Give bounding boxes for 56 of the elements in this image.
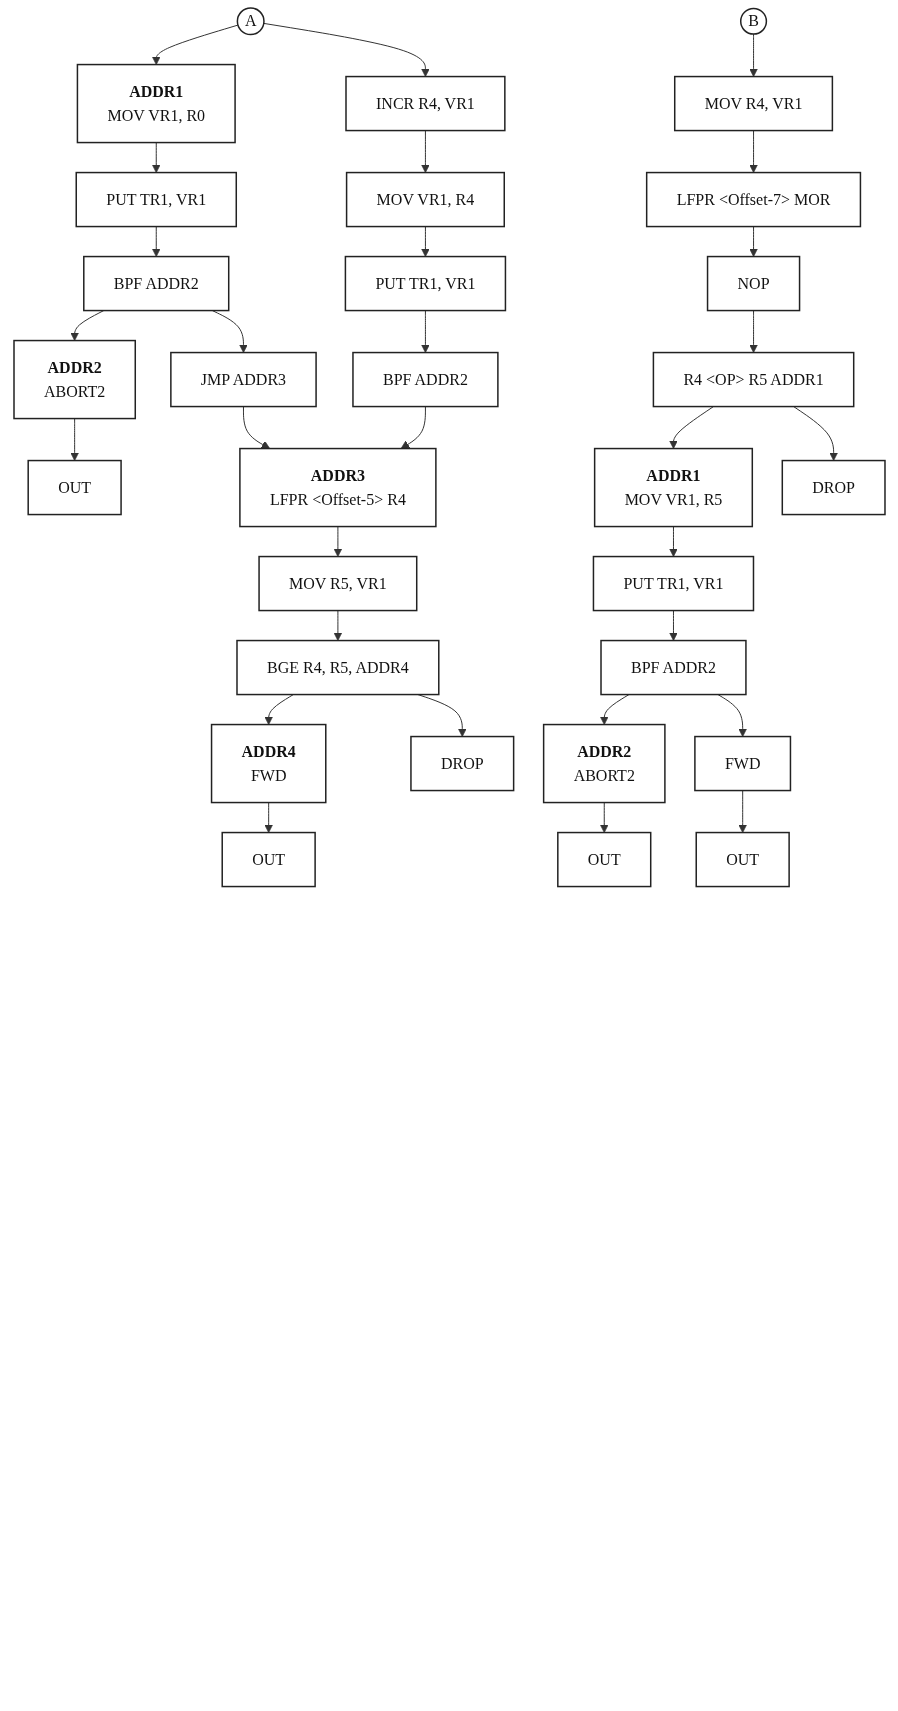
node-circle: A [236,7,265,36]
arrow [333,610,342,641]
node-box: JMP ADDR3 [169,351,317,408]
node-box: BGE R4, R5, ADDR4 [235,639,440,696]
arrow [69,418,79,461]
node-box: NOP [706,255,800,312]
node-circle: B [739,7,767,35]
arrow [668,526,678,557]
node-box: INCR R4, VR1 [344,75,506,132]
arrow [792,406,838,461]
arrow [151,226,161,257]
arrow [211,310,248,353]
node-box: LFPR <Offset-7> MOR [645,171,861,228]
node-box: BPF ADDR2 [351,351,499,408]
arrow [420,310,430,353]
node-box: OUT [556,831,651,888]
node-box: OUT [26,459,122,516]
arrow [599,802,609,833]
arrow [748,33,758,77]
node-box: BPF ADDR2 [599,639,747,696]
arrow [242,406,270,449]
node-box: FWD [693,735,791,792]
arrow [668,610,678,641]
node-box: PUT TR1, VR1 [75,171,237,228]
node-box: DROP [409,735,514,792]
node-box: BPF ADDR2 [82,255,229,312]
arrow [263,694,294,725]
node-box: ADDR2 ABORT2 [12,339,136,420]
node-box: ADDR1 MOV VR1, R5 [593,447,753,528]
arrow [151,24,238,65]
node-box: ADDR3 LFPR <Offset-5> R4 [238,447,437,528]
node-box: ADDR2 ABORT2 [542,723,666,804]
node-box: PUT TR1, VR1 [592,555,754,612]
node-box: DROP [781,459,886,516]
arrow [420,226,430,257]
node-box: OUT [695,831,790,888]
arrow [400,406,426,449]
node-box: PUT TR1, VR1 [344,255,506,312]
node-box: ADDR1 MOV VR1, R0 [76,63,236,144]
arrow [151,142,161,173]
arrow [69,310,104,341]
arrow [599,694,629,725]
node-box: MOV R4, VR1 [673,75,833,132]
arrow [668,406,714,449]
arrow [748,226,758,257]
node-box: OUT [220,831,316,888]
node-box: ADDR4 FWD [210,723,326,804]
arrow [748,130,758,173]
arrow [263,802,273,833]
node-box: MOV VR1, R4 [345,171,505,228]
arrow [333,526,342,557]
node-box: MOV R5, VR1 [257,555,417,612]
arrow [420,130,430,173]
arrow [737,790,747,833]
arrow [748,310,758,353]
node-box: R4 <OP> R5 ADDR1 [652,351,854,408]
